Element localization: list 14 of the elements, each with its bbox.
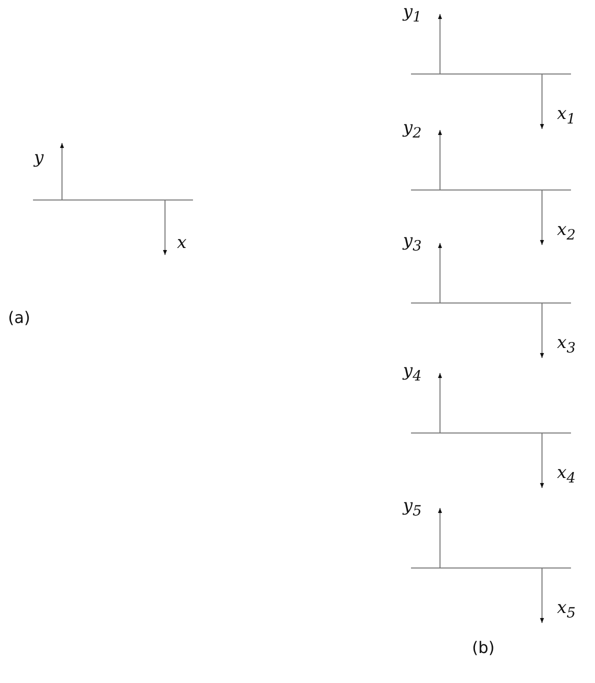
axis-label: y$_{2}$ [403,120,422,141]
axis-label: x$_{3}$ [557,335,576,356]
axis-label: y [34,150,44,167]
panel-label: (a) [8,310,30,326]
axis-label: y$_{1}$ [403,4,422,25]
axis-label: x [177,235,187,252]
axis-label: x$_{4}$ [557,465,576,486]
axis-label: y$_{4}$ [403,363,422,384]
panel-label: (b) [472,640,495,656]
axis-label: x$_{1}$ [557,106,576,127]
axis-label: x$_{5}$ [557,600,576,621]
axis-label: y$_{5}$ [403,498,422,519]
axis-label: x$_{2}$ [557,222,576,243]
axis-label: y$_{3}$ [403,233,422,254]
